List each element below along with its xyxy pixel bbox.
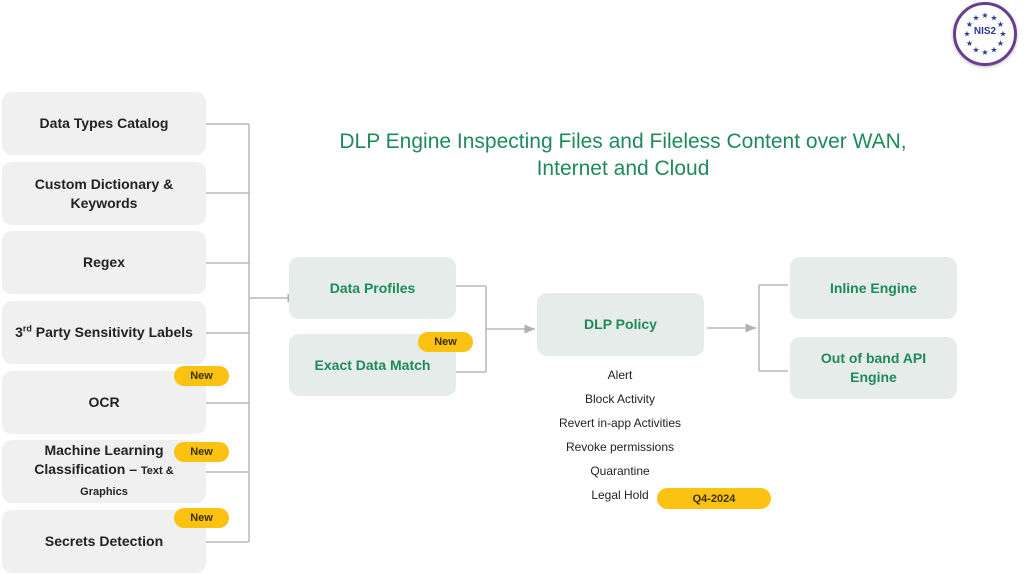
data-profiles-label: Data Profiles xyxy=(329,279,416,296)
title-line-1: DLP Engine Inspecting Files and Fileless… xyxy=(339,130,907,153)
svg-text:★: ★ xyxy=(972,46,979,55)
svg-text:★: ★ xyxy=(981,48,988,57)
source-data-types-catalog: Data Types Catalog xyxy=(2,92,206,155)
svg-text:★: ★ xyxy=(999,30,1006,39)
source-custom-dictionary: Custom Dictionary & Keywords xyxy=(2,162,206,225)
out-of-band-api-engine-box: Out of band API Engine xyxy=(790,337,957,399)
source-label: Regex xyxy=(82,254,126,270)
action-item: Revert in-app Activities xyxy=(558,416,682,430)
new-badge-ocr: New xyxy=(174,366,229,386)
source-regex: Regex xyxy=(2,231,206,294)
title-line-2: Internet and Cloud xyxy=(536,157,710,180)
source-3rd-party-labels: 3rd Party Sensitivity Labels xyxy=(2,301,206,364)
svg-text:★: ★ xyxy=(966,39,973,48)
svg-text:★: ★ xyxy=(990,14,997,23)
data-profiles-box: Data Profiles xyxy=(289,257,456,319)
source-ml-classification: Machine Learning Classification – Text &… xyxy=(2,440,206,503)
new-badge-secrets: New xyxy=(174,508,229,528)
nis2-logo: ★ ★ ★ ★ ★ ★ ★ ★ ★ ★ ★ ★ NIS2 xyxy=(953,2,1017,66)
action-item: Revoke permissions xyxy=(565,440,675,454)
svg-text:★: ★ xyxy=(963,30,970,39)
new-badge-ml: New xyxy=(174,442,229,462)
nis2-label: NIS2 xyxy=(973,26,997,37)
source-label-line2: Classification – Text & Graphics xyxy=(34,461,174,498)
new-badge-edm: New xyxy=(418,332,473,352)
svg-text:★: ★ xyxy=(981,11,988,20)
source-label: Data Types Catalog xyxy=(39,115,169,131)
exact-data-match-label: Exact Data Match xyxy=(314,356,431,373)
source-label-line2: Keywords xyxy=(70,194,138,211)
source-label: Custom Dictionary & xyxy=(34,175,174,192)
action-item: Quarantine xyxy=(590,464,650,478)
source-ocr: OCR xyxy=(2,371,206,434)
svg-text:★: ★ xyxy=(966,20,973,29)
source-label: Secrets Detection xyxy=(44,533,164,549)
source-label: OCR xyxy=(88,394,120,410)
svg-text:★: ★ xyxy=(997,39,1004,48)
oob-engine-label-line2: Engine xyxy=(850,369,897,385)
source-label: Machine Learning xyxy=(44,442,164,458)
source-secrets-detection: Secrets Detection xyxy=(2,510,206,573)
svg-text:★: ★ xyxy=(997,20,1004,29)
policy-actions-list: Alert Block Activity Revert in-app Activ… xyxy=(540,366,700,510)
inline-engine-box: Inline Engine xyxy=(790,257,957,319)
source-label: 3rd Party Sensitivity Labels xyxy=(15,323,193,340)
action-item: Block Activity xyxy=(584,392,656,406)
q4-2024-badge: Q4-2024 xyxy=(657,488,771,509)
diagram-title: DLP Engine Inspecting Files and Fileless… xyxy=(310,128,936,182)
eu-stars-icon: ★ ★ ★ ★ ★ ★ ★ ★ ★ ★ ★ ★ xyxy=(963,11,1006,57)
dlp-policy-label: DLP Policy xyxy=(584,316,657,332)
action-item: Alert xyxy=(607,368,633,382)
svg-text:★: ★ xyxy=(972,14,979,23)
oob-engine-label: Out of band API xyxy=(820,350,927,366)
svg-text:★: ★ xyxy=(990,46,997,55)
dlp-policy-box: DLP Policy xyxy=(537,293,704,356)
inline-engine-label: Inline Engine xyxy=(829,279,918,296)
action-item: Legal Hold xyxy=(591,488,649,502)
